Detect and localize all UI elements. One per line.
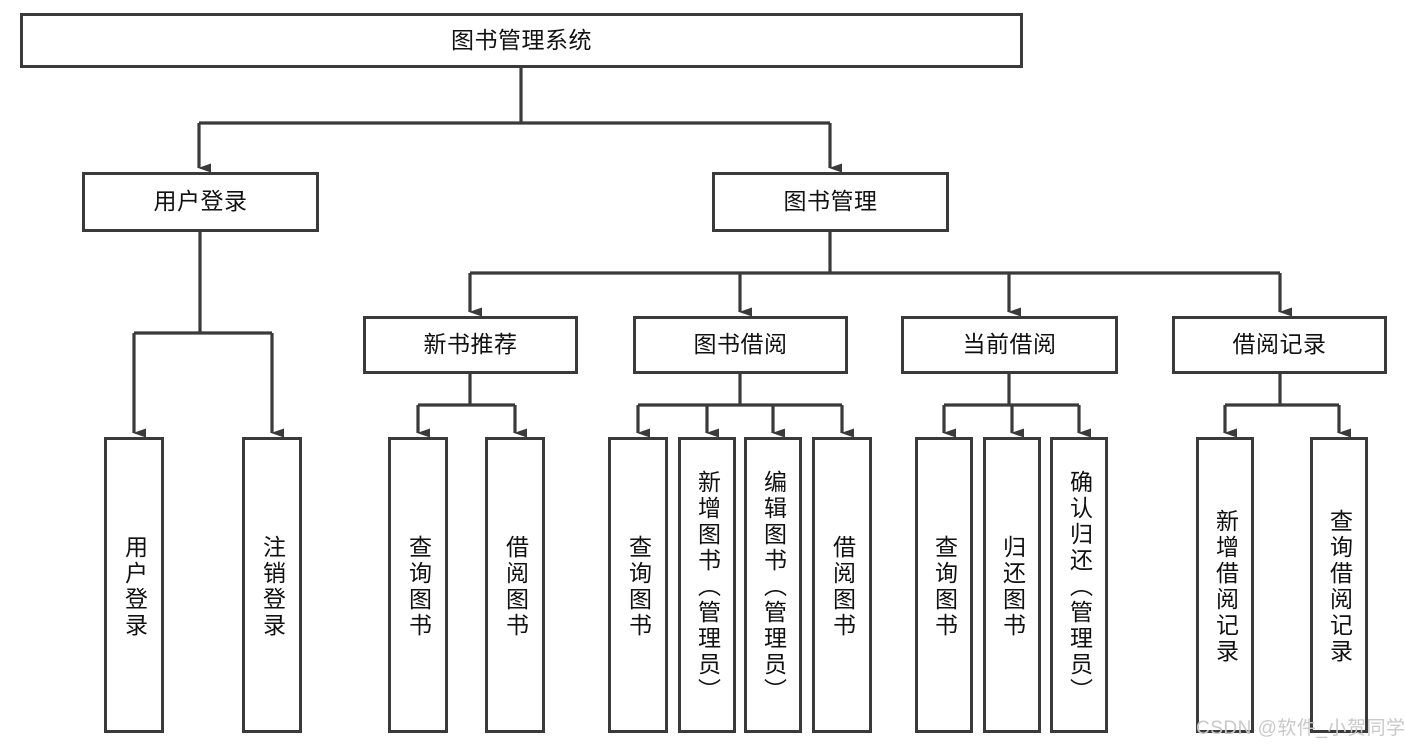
node-leaf-add-borrow-record[interactable]: 新增借阅记录 xyxy=(1196,437,1254,733)
node-leaf-query-book-borrow[interactable]: 查询图书 xyxy=(608,437,668,733)
node-leaf-add-book-admin-label: 新增图书（管理员） xyxy=(694,470,721,704)
node-leaf-user-login-label: 用户登录 xyxy=(121,535,148,639)
node-leaf-user-login[interactable]: 用户登录 xyxy=(104,437,164,733)
node-leaf-add-book-admin[interactable]: 新增图书（管理员） xyxy=(678,437,736,733)
node-leaf-borrow-book-rec[interactable]: 借阅图书 xyxy=(485,437,545,733)
node-leaf-logout[interactable]: 注销登录 xyxy=(242,437,302,733)
node-current-borrow[interactable]: 当前借阅 xyxy=(901,316,1118,374)
node-new-book-recommend-label: 新书推荐 xyxy=(423,331,518,358)
node-leaf-return-book[interactable]: 归还图书 xyxy=(983,437,1041,733)
node-leaf-confirm-return-admin[interactable]: 确认归还（管理员） xyxy=(1050,437,1108,733)
node-book-manage[interactable]: 图书管理 xyxy=(712,172,949,232)
node-leaf-confirm-return-admin-label: 确认归还（管理员） xyxy=(1066,470,1093,704)
node-leaf-query-book-rec-label: 查询图书 xyxy=(405,535,432,639)
node-book-borrow-label: 图书借阅 xyxy=(693,331,788,358)
node-leaf-query-borrow-record[interactable]: 查询借阅记录 xyxy=(1310,437,1368,733)
node-leaf-query-book-rec[interactable]: 查询图书 xyxy=(388,437,448,733)
node-book-manage-label: 图书管理 xyxy=(783,188,878,215)
node-current-borrow-label: 当前借阅 xyxy=(962,331,1057,358)
node-leaf-borrow-book-rec-label: 借阅图书 xyxy=(502,535,529,639)
node-leaf-edit-book-admin[interactable]: 编辑图书（管理员） xyxy=(744,437,802,733)
node-leaf-query-book-current-label: 查询图书 xyxy=(931,535,958,639)
node-leaf-logout-label: 注销登录 xyxy=(259,535,286,639)
node-leaf-borrow-book-label: 借阅图书 xyxy=(829,535,856,639)
node-borrow-record-label: 借阅记录 xyxy=(1232,331,1327,358)
node-borrow-record[interactable]: 借阅记录 xyxy=(1172,316,1387,374)
node-root-label: 图书管理系统 xyxy=(451,26,592,53)
csdn-watermark: CSDN @软件_小贺同学 xyxy=(1196,718,1405,739)
node-leaf-borrow-book[interactable]: 借阅图书 xyxy=(812,437,872,733)
node-leaf-add-borrow-record-label: 新增借阅记录 xyxy=(1212,509,1239,665)
node-leaf-query-borrow-record-label: 查询借阅记录 xyxy=(1326,509,1353,665)
node-leaf-query-book-current[interactable]: 查询图书 xyxy=(915,437,973,733)
node-new-book-recommend[interactable]: 新书推荐 xyxy=(363,316,578,374)
node-root[interactable]: 图书管理系统 xyxy=(20,13,1023,68)
node-user-login-label: 用户登录 xyxy=(153,188,248,215)
node-user-login[interactable]: 用户登录 xyxy=(82,172,319,232)
node-leaf-query-book-borrow-label: 查询图书 xyxy=(625,535,652,639)
node-leaf-edit-book-admin-label: 编辑图书（管理员） xyxy=(760,470,787,704)
node-book-borrow[interactable]: 图书借阅 xyxy=(633,316,848,374)
node-leaf-return-book-label: 归还图书 xyxy=(999,535,1026,639)
